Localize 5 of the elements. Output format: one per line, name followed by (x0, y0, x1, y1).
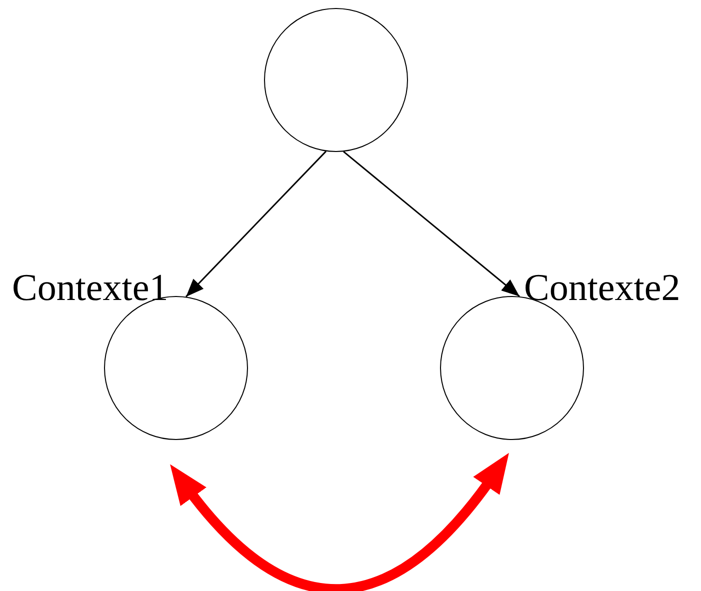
context-label: Contexte2 (524, 266, 680, 310)
context-label: Contexte1 (12, 266, 168, 310)
arrow (343, 151, 520, 297)
double-headed-arrow (169, 453, 510, 591)
arrow (185, 150, 327, 298)
